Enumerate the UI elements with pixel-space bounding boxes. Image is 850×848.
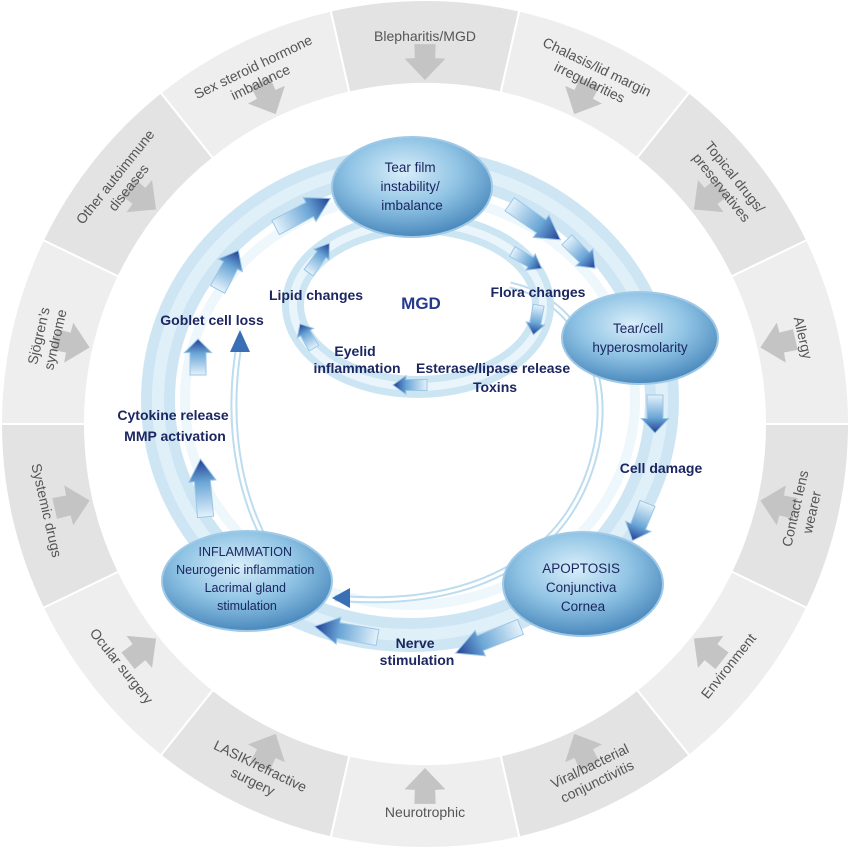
factor-label: Blepharitis/MGD <box>374 28 476 44</box>
apoptosis-line-3: Cornea <box>561 599 606 614</box>
nerve-stimulation-label: Nerve stimulation <box>380 635 455 668</box>
factor-arrow-icon <box>693 635 729 670</box>
factor-label-line: Neurotrophic <box>385 804 465 820</box>
factor-arrow-icon <box>121 178 157 213</box>
node-apoptosis: APOPTOSIS Conjunctiva Cornea <box>502 531 664 637</box>
goblet-label: Goblet cell loss <box>160 312 264 328</box>
factor-arrow-icon <box>404 44 446 80</box>
mgd-title: MGD <box>401 294 441 313</box>
factor-arrow-icon <box>248 733 285 771</box>
factor-arrow-icon <box>52 485 90 526</box>
mgd-arrow-icon <box>303 242 330 277</box>
arrow-to-inflammation-icon <box>313 616 380 647</box>
node-tear-film: Tear film instability/ imbalance <box>331 136 493 238</box>
factor-arrow-icon <box>565 77 602 115</box>
factor-arrow-icon <box>52 322 90 363</box>
esterase-label: Esterase/lipase release Toxins <box>416 360 574 395</box>
tear-film-line-2: instability/ <box>380 179 440 194</box>
svg-text:APOPTOSIS Conjunctiva: APOPTOSIS Conjunctiva Cornea <box>542 561 624 614</box>
cell-damage-label: Cell damage <box>620 460 703 476</box>
mgd-arrow-icon <box>508 246 543 271</box>
node-inflammation: INFLAMMATION Neurogenic inflammation Lac… <box>161 530 333 632</box>
arrow-to-hyperosmolarity-icon <box>561 234 596 269</box>
arrow-to-hyperosmolarity-icon <box>504 196 562 241</box>
tear-film-line-3: imbalance <box>381 198 443 213</box>
factor-arrow-icon <box>693 178 729 213</box>
inflammation-line-3: Lacrimal gland <box>205 581 286 595</box>
factor-arrow-icon <box>121 635 157 670</box>
arrowhead-up-icon <box>230 330 250 352</box>
inflammation-line-1: INFLAMMATION <box>198 545 292 559</box>
arrow-to-tear-film-icon <box>209 249 244 294</box>
factor-arrow-icon <box>565 733 602 771</box>
svg-text:Tear/cell hyperosmolarit: Tear/cell hyperosmolarity <box>592 321 688 355</box>
lipid-changes-label: Lipid changes <box>269 287 363 303</box>
mgd-arrow-icon <box>525 303 546 336</box>
factor-arrow-icon <box>248 77 285 115</box>
svg-text:INFLAMMATION Neurogenic: INFLAMMATION Neurogenic inflammation Lac… <box>176 545 318 613</box>
factor-arrow-icon <box>760 322 798 363</box>
arrow-to-tear-film-icon <box>271 196 332 236</box>
tear-film-line-1: Tear film <box>385 160 436 175</box>
factor-label-line: Blepharitis/MGD <box>374 28 476 44</box>
inflammation-line-2: Neurogenic inflammation <box>176 563 314 577</box>
hyperosmolarity-line-1: Tear/cell <box>613 321 663 336</box>
arrow-to-nerve-icon <box>454 618 525 657</box>
arrow-to-cell-damage-icon <box>640 394 670 434</box>
cytokine-label: Cytokine release MMP activation <box>117 407 232 444</box>
apoptosis-line-2: Conjunctiva <box>546 580 617 595</box>
mgd-arrow-icon <box>296 323 320 352</box>
arrow-to-apoptosis-icon <box>624 499 656 542</box>
factor-arrow-icon <box>760 485 798 526</box>
arrowhead-left-icon <box>332 588 350 608</box>
eyelid-label: Eyelid inflammation <box>313 343 400 376</box>
arrow-to-goblet-icon <box>183 338 213 376</box>
mgd-arrow-icon <box>392 374 428 396</box>
inflammation-line-4: stimulation <box>217 599 277 613</box>
arrow-to-cytokine-icon <box>187 458 217 519</box>
apoptosis-line-1: APOPTOSIS <box>542 561 620 576</box>
flora-changes-label: Flora changes <box>491 284 586 300</box>
factor-arrow-icon <box>404 768 446 804</box>
node-hyperosmolarity: Tear/cell hyperosmolarity <box>561 291 719 385</box>
factor-label: Neurotrophic <box>385 804 465 820</box>
hyperosmolarity-line-2: hyperosmolarity <box>592 340 688 355</box>
cycle-arrows <box>183 196 670 657</box>
svg-text:Tear film instability/: Tear film instability/ imbalance <box>380 160 443 213</box>
